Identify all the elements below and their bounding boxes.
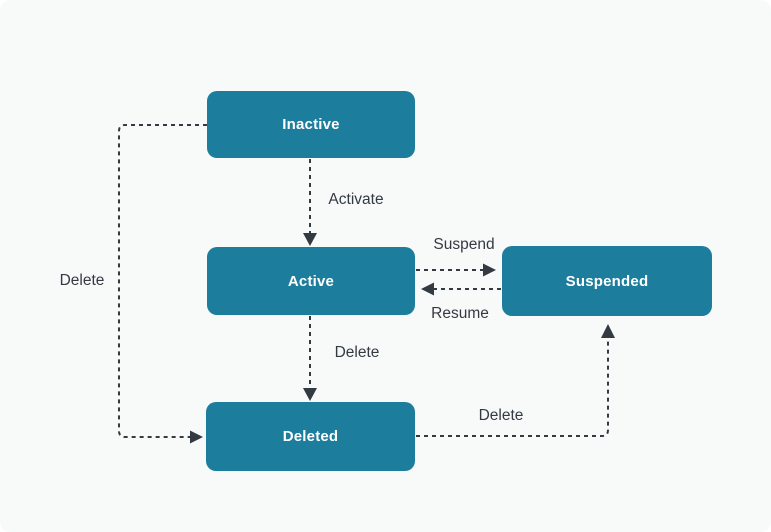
edge-delete-bottom-arrowhead-icon xyxy=(601,324,615,338)
edge-suspend-arrowhead-icon xyxy=(483,263,496,277)
state-node-deleted: Deleted xyxy=(206,402,415,471)
state-node-active-label: Active xyxy=(287,272,335,290)
state-node-deleted-label: Deleted xyxy=(282,428,339,445)
edge-label-delete-inactive-deleted: Delete xyxy=(59,272,105,289)
edge-resume-arrowhead-icon xyxy=(421,282,434,296)
edge-activate-arrowhead-icon xyxy=(303,233,317,246)
edge-delete-left-arrowhead-icon xyxy=(190,430,203,444)
edge-delete-mid-arrowhead-icon xyxy=(303,388,317,401)
edge-label-delete-active-deleted: Delete xyxy=(334,344,380,361)
edge-label-suspend: Suspend xyxy=(433,236,495,253)
state-node-suspended: Suspended xyxy=(502,246,712,316)
edge-label-activate: Activate xyxy=(328,191,384,208)
state-node-inactive-label: Inactive xyxy=(282,116,340,133)
edge-label-resume: Resume xyxy=(431,305,489,322)
state-node-inactive: Inactive xyxy=(207,91,415,158)
state-node-suspended-label: Suspended xyxy=(565,272,649,290)
state-node-active: Active xyxy=(207,247,415,315)
edge-label-delete-deleted-suspended: Delete xyxy=(478,407,524,424)
edge-delete-left-path xyxy=(118,124,207,438)
